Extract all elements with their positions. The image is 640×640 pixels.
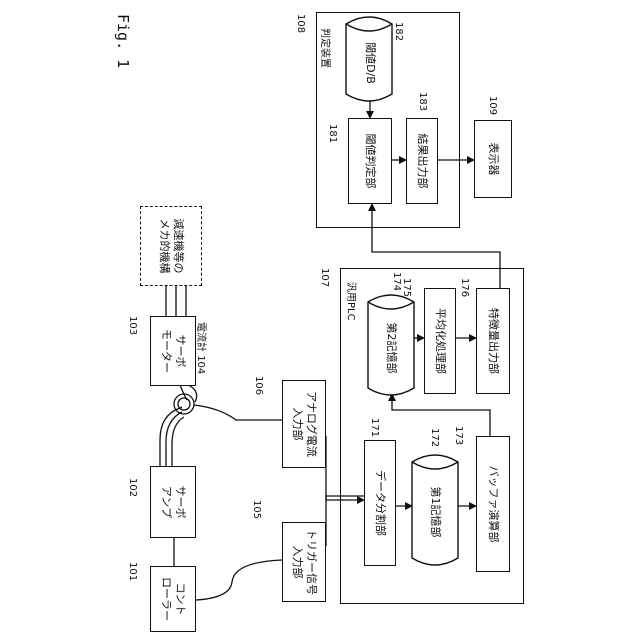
ref-173: 173 <box>453 426 464 445</box>
ref-105: 105 <box>251 500 262 519</box>
threshold-db-label-holder: 閾値D/B <box>350 30 390 96</box>
plc-label: 汎用PLC <box>345 282 360 321</box>
storage1-label: 第1記憶部 <box>428 487 442 538</box>
ref-172: 172 <box>429 428 440 447</box>
judge-device-label: 判定装置 <box>319 28 334 68</box>
ref-108: 108 <box>295 14 306 33</box>
ammeter-label-text: 電流計 <box>195 322 206 352</box>
ammeter-label: 電流計 104 <box>195 322 210 374</box>
controller-label: コント ローラー <box>159 577 187 621</box>
analog-input-box: アナログ電流 入力部 <box>282 380 326 468</box>
trigger-input-label: トリガー信号 入力部 <box>290 529 318 595</box>
ref-182: 182 <box>393 22 404 41</box>
ref-102: 102 <box>127 478 138 497</box>
display-box: 表示器 <box>474 120 512 198</box>
servo-amp-box: サーボ アンプ <box>150 466 196 538</box>
ref-176: 176 <box>459 278 470 297</box>
mechanism-label: 減速機等の メカ的機構 <box>157 219 185 274</box>
storage2-label-holder: 第2記憶部 <box>370 308 412 388</box>
ref-104: 104 <box>195 355 206 374</box>
analog-input-label: アナログ電流 入力部 <box>290 391 318 457</box>
display-label: 表示器 <box>486 143 500 176</box>
result-output-label: 結果出力部 <box>415 134 429 189</box>
servo-motor-label: サーボ モーター <box>159 329 187 373</box>
ref-183: 183 <box>417 92 428 111</box>
feature-output-box: 特徴量出力部 <box>476 288 510 394</box>
ref-107: 107 <box>319 268 330 287</box>
storage2-label: 第2記憶部 <box>384 323 398 374</box>
result-output-box: 結果出力部 <box>406 118 438 204</box>
feature-output-label: 特徴量出力部 <box>486 308 500 374</box>
averaging-label: 平均化処理部 <box>433 308 447 374</box>
ref-103: 103 <box>127 316 138 335</box>
ref-175: 175 <box>401 278 412 297</box>
power-line-1 <box>160 407 182 466</box>
wire-controller-trigger <box>196 560 282 600</box>
mechanism-box: 減速機等の メカ的機構 <box>140 206 202 286</box>
servo-motor-box: サーボ モーター <box>150 316 196 386</box>
ref-101: 101 <box>127 562 138 581</box>
threshold-judge-box: 閾値判定部 <box>348 118 392 204</box>
ref-109: 109 <box>487 96 498 115</box>
ammeter-ring <box>174 394 194 414</box>
ref-181: 181 <box>327 124 338 143</box>
threshold-db-label: 閾値D/B <box>363 42 377 84</box>
ref-106: 106 <box>253 376 264 395</box>
wire-ammeter-analog <box>194 405 282 420</box>
threshold-judge-label: 閾値判定部 <box>363 134 377 189</box>
trigger-input-box: トリガー信号 入力部 <box>282 522 326 602</box>
ref-171: 171 <box>369 418 380 437</box>
storage1-label-holder: 第1記憶部 <box>414 470 456 554</box>
data-split-label: データ分割部 <box>373 470 387 536</box>
buffer-calc-label: バッファ演算部 <box>486 466 500 543</box>
buffer-calc-box: バッファ演算部 <box>476 436 510 572</box>
servo-amp-label: サーボ アンプ <box>159 486 187 519</box>
controller-box: コント ローラー <box>150 566 196 632</box>
data-split-box: データ分割部 <box>364 440 396 566</box>
averaging-box: 平均化処理部 <box>424 288 456 394</box>
